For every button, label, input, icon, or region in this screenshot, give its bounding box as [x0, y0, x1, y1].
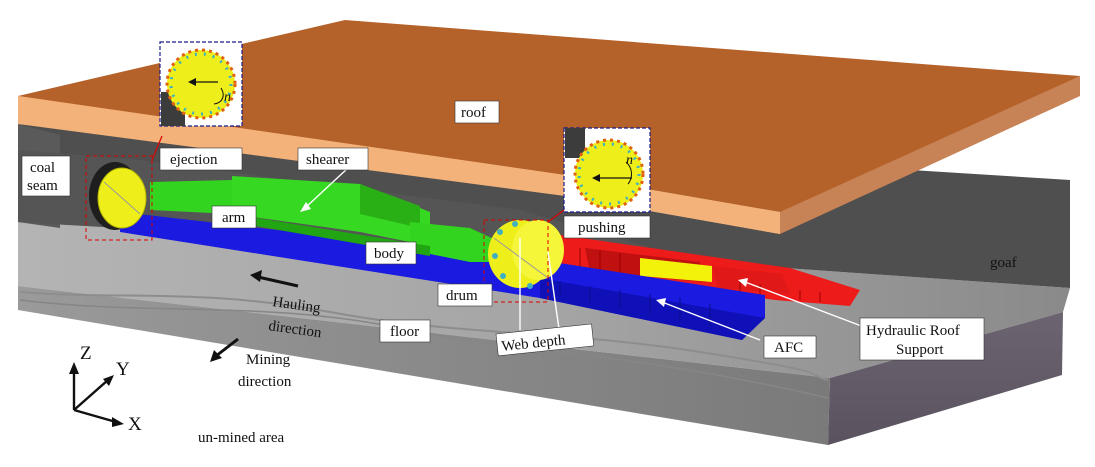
- label-web-depth: Web depth: [495, 323, 595, 357]
- drum-label: drum: [446, 288, 478, 304]
- x-axis-arrowhead: [112, 417, 124, 427]
- ejection-label: ejection: [170, 152, 218, 168]
- rotation-n-right: n: [626, 153, 633, 168]
- rotation-n-left: n: [224, 90, 231, 105]
- leader-arrowheads: [300, 202, 748, 307]
- unmined-label: un-mined area: [198, 430, 285, 446]
- left-drum: [97, 167, 147, 229]
- hauling-direction-arrow: [250, 270, 299, 288]
- label-shearer: shearer: [297, 147, 369, 171]
- axis-x-label: X: [128, 414, 142, 435]
- roof-label: roof: [461, 105, 486, 121]
- coordinate-axes: [72, 370, 117, 424]
- label-roof: roof: [454, 100, 500, 124]
- label-unmined-area: un-mined area: [198, 430, 285, 446]
- ejection-inset: n: [159, 41, 243, 127]
- axis-z-label: Z: [80, 343, 92, 364]
- right-drum-highlight: [483, 219, 549, 303]
- label-ejection: ejection: [159, 147, 243, 171]
- goaf-label: goaf: [990, 255, 1017, 271]
- coal-label: coal: [30, 160, 55, 176]
- afc-label: AFC: [774, 340, 803, 356]
- body-label: body: [374, 246, 405, 262]
- mining-direction-label: direction: [238, 374, 292, 390]
- leader-lines: [304, 167, 873, 341]
- label-goaf: goaf: [990, 255, 1017, 271]
- seam-label: seam: [27, 178, 58, 194]
- axis-y-label: Y: [116, 359, 130, 380]
- left-drum-highlight: [85, 155, 153, 241]
- label-hydraulic-roof-support: Hydraulic Roof Support: [859, 317, 985, 361]
- web-depth-label: Web depth: [501, 332, 567, 355]
- label-body: body: [365, 241, 417, 265]
- mining-label: Mining: [246, 352, 291, 368]
- arm-label: arm: [222, 210, 246, 226]
- label-axes: Z Y X: [80, 343, 142, 435]
- pushing-inset: n: [563, 127, 651, 213]
- label-afc: AFC: [763, 335, 817, 359]
- y-axis-arrowhead: [103, 375, 114, 386]
- label-mining-direction: Mining direction: [238, 352, 292, 390]
- shearer-label: shearer: [306, 152, 349, 168]
- label-arm: arm: [211, 205, 257, 229]
- label-drum: drum: [437, 283, 493, 307]
- pushing-label: pushing: [578, 220, 626, 236]
- label-hauling-direction: Hauling direction: [267, 294, 323, 341]
- floor-label: floor: [390, 324, 419, 340]
- armoured-face-conveyor: [120, 212, 765, 340]
- label-pushing: pushing: [563, 215, 651, 239]
- hydraulic-label: Hydraulic Roof: [866, 323, 960, 339]
- support-label: Support: [896, 342, 944, 358]
- mining-direction-arrow: [210, 337, 239, 362]
- z-axis-arrowhead: [69, 362, 79, 374]
- hauling-label: Hauling: [271, 294, 322, 317]
- hauling-direction-label: direction: [267, 318, 323, 341]
- label-coal-seam: coal seam: [21, 155, 71, 197]
- label-floor: floor: [379, 319, 431, 343]
- shearer: [150, 176, 496, 262]
